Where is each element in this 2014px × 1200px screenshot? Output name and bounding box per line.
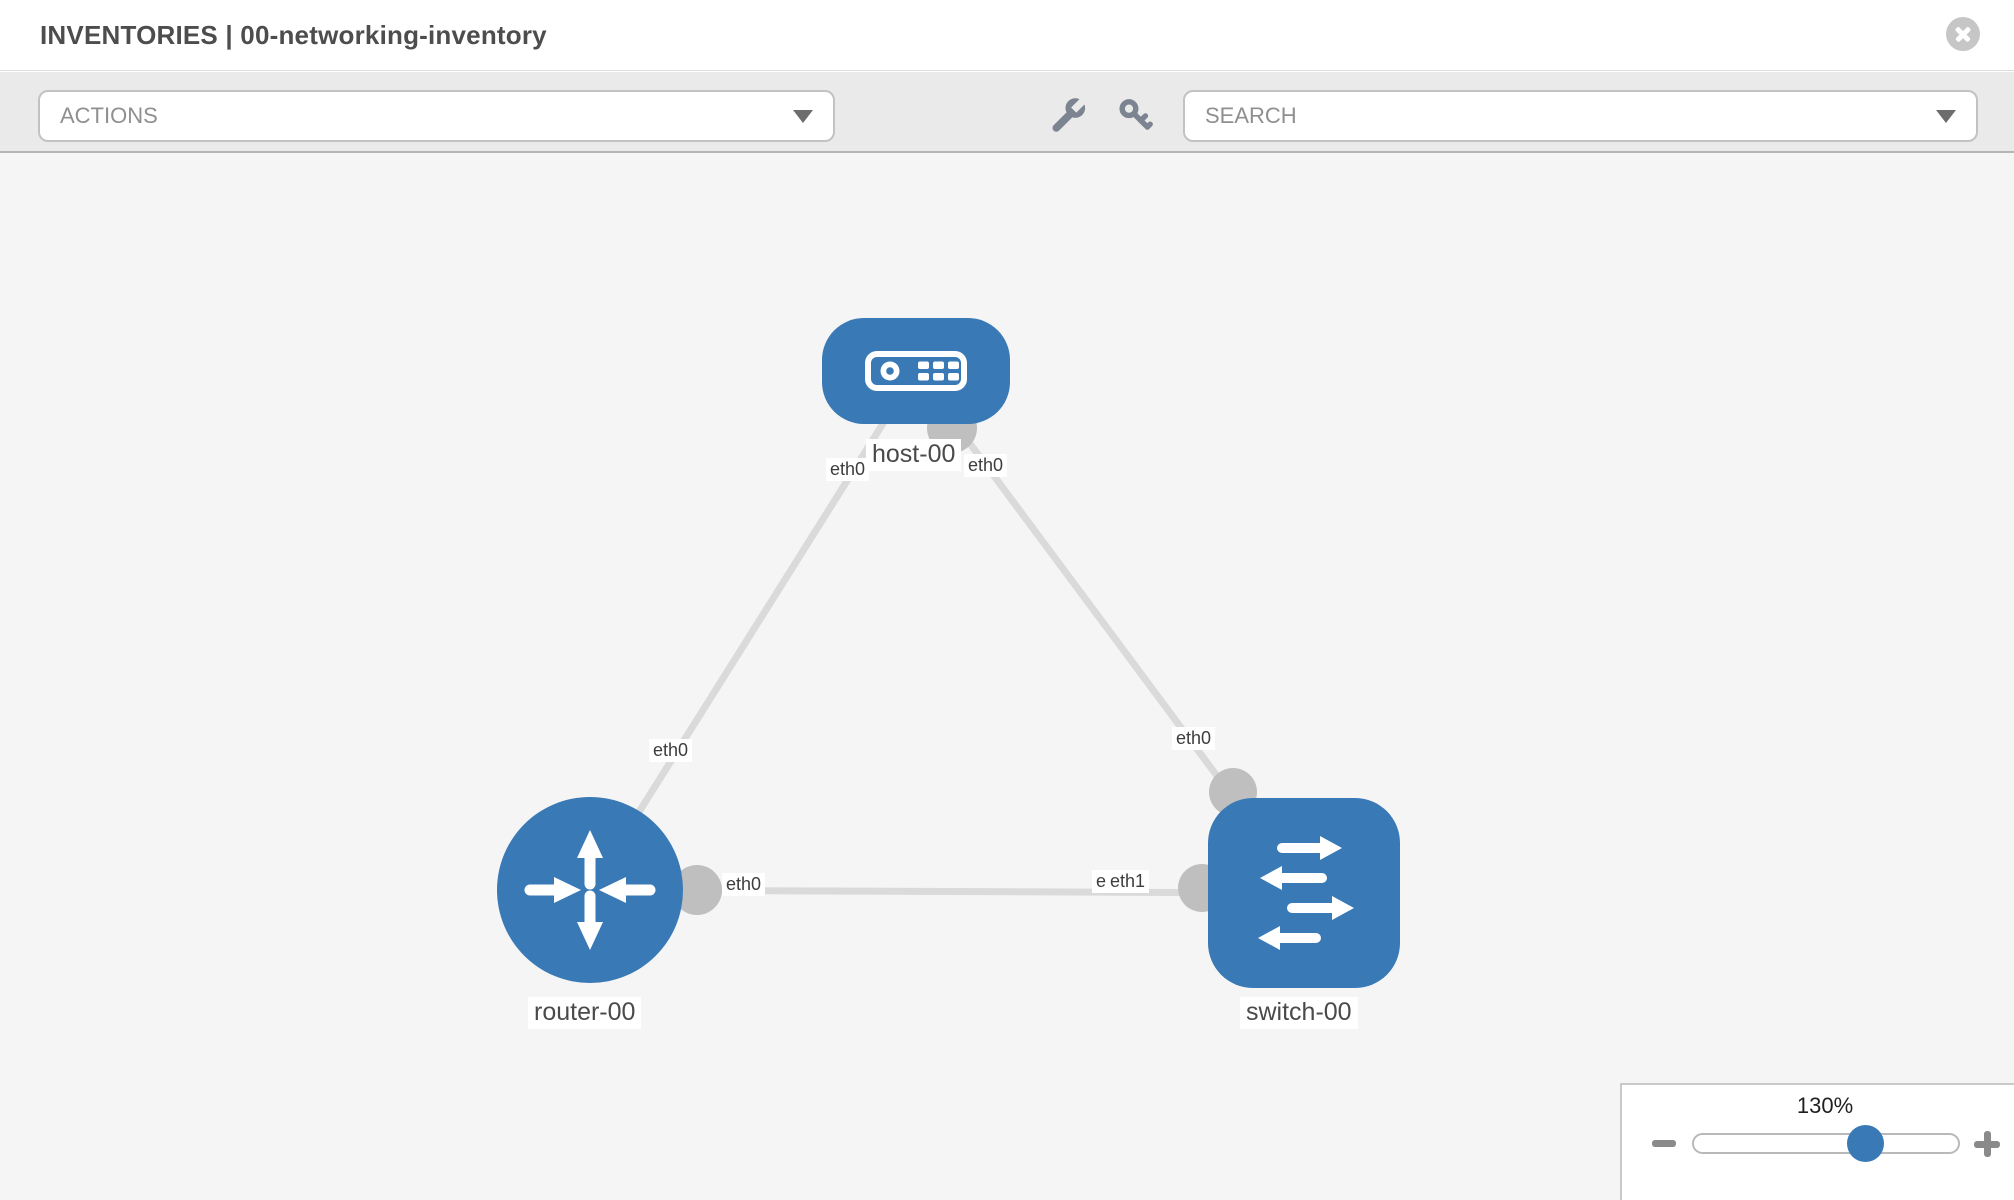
- page-title: INVENTORIES | 00-networking-inventory: [40, 20, 547, 50]
- server-icon: [865, 351, 967, 391]
- close-button[interactable]: [1946, 17, 1980, 51]
- router-arrows-icon: [524, 830, 656, 950]
- iface-label-router-link-eth0: eth0: [649, 739, 693, 763]
- key-tool-button[interactable]: [1113, 93, 1157, 137]
- switch-arrows-icon: [1258, 836, 1354, 950]
- chevron-down-icon: [1936, 109, 1956, 123]
- link-host-router[interactable]: [587, 369, 919, 892]
- iface-label-switch-top-eth0: eth0: [1172, 727, 1216, 751]
- zoom-out-button[interactable]: [1652, 1140, 1676, 1147]
- toolbar: ACTIONS SEARCH: [0, 72, 2014, 153]
- node-host-00[interactable]: [822, 318, 1010, 424]
- iface-label-router-port-eth0: eth0: [722, 873, 766, 897]
- node-label-host: host-00: [866, 439, 962, 471]
- search-dropdown-label: SEARCH: [1205, 103, 1297, 128]
- wrench-icon: [1052, 96, 1087, 132]
- zoom-slider-track[interactable]: [1692, 1133, 1960, 1154]
- wrench-tool-button[interactable]: [1046, 93, 1090, 137]
- search-dropdown[interactable]: SEARCH: [1183, 90, 1978, 142]
- node-label-router: router-00: [528, 997, 642, 1029]
- plus-icon: [1984, 1131, 1991, 1157]
- node-router-00[interactable]: [497, 797, 683, 983]
- topology-canvas[interactable]: host-00 eth0 eth0 eth0 eth0 eth0 eth1 et…: [0, 153, 2014, 1200]
- zoom-slider-handle[interactable]: [1847, 1125, 1884, 1162]
- iface-label-switch-eth1: eth1: [1106, 870, 1150, 894]
- port-dot-router: [672, 865, 722, 915]
- node-switch-00[interactable]: [1208, 798, 1400, 988]
- zoom-value-label: 130%: [1796, 1093, 1854, 1118]
- page-header: INVENTORIES | 00-networking-inventory: [0, 0, 2014, 71]
- node-label-switch: switch-00: [1240, 997, 1358, 1029]
- zoom-in-button[interactable]: [1974, 1131, 2000, 1157]
- chevron-down-icon: [793, 109, 813, 123]
- iface-label-host-eth0-left: eth0: [826, 458, 870, 482]
- actions-dropdown-label: ACTIONS: [60, 103, 158, 128]
- iface-label-host-eth0-right: eth0: [964, 454, 1008, 478]
- zoom-panel: 130%: [1620, 1083, 2014, 1200]
- actions-dropdown[interactable]: ACTIONS: [38, 90, 835, 142]
- key-icon: [1119, 99, 1153, 130]
